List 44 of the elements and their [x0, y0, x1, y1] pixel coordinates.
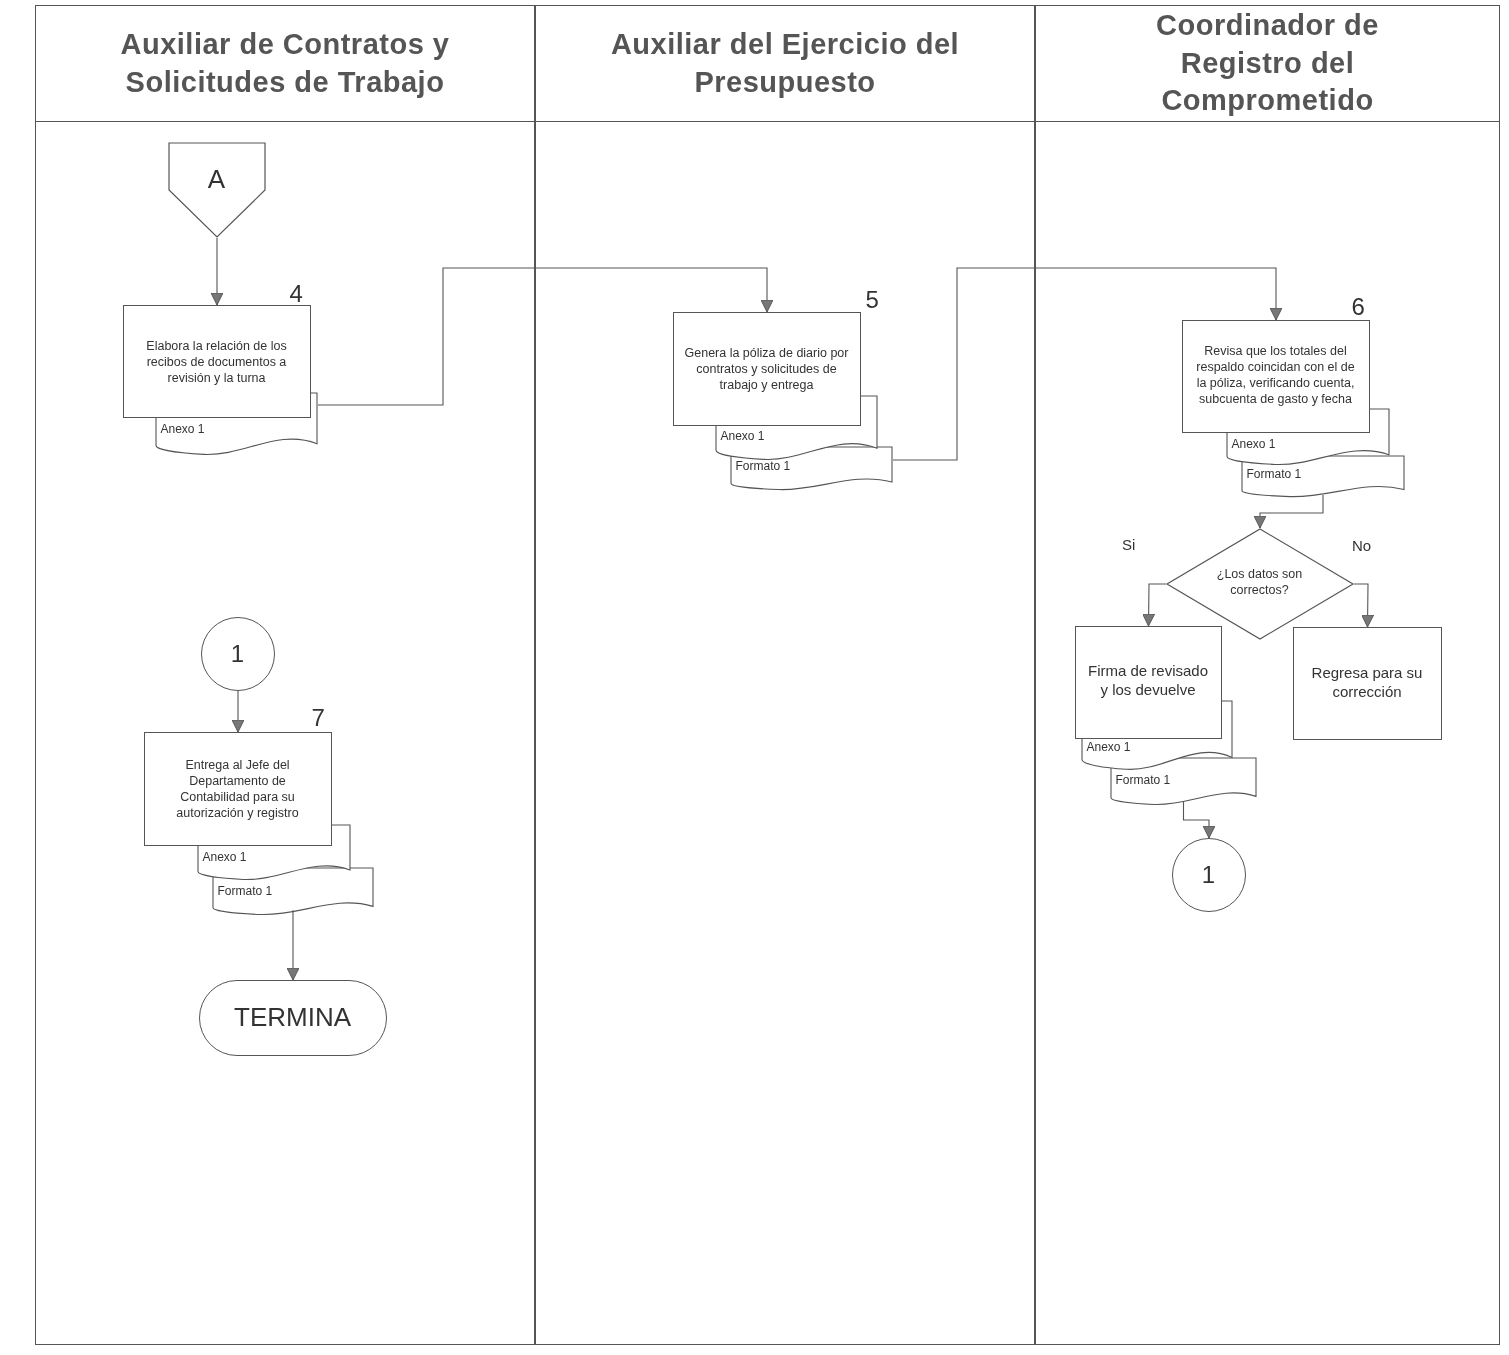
connector-arrow	[231, 690, 245, 733]
document-label: Anexo 1	[1231, 436, 1276, 451]
decision-diamond	[1165, 527, 1354, 640]
process-text: Elabora la relación de los recibos de documentos a revisión y la turna	[145, 337, 288, 387]
document-label: Formato 1	[1246, 466, 1302, 481]
terminator-text: TERMINA	[234, 1002, 351, 1033]
decision-text: ¿Los datos son correctos?	[1216, 566, 1303, 597]
process-text: Firma de revisado y los devuelve	[1086, 660, 1209, 700]
document-label: Formato 1	[735, 458, 791, 473]
document-label: Anexo 1	[202, 849, 247, 864]
lane-title: Coordinador de Registro del Comprometido	[1155, 7, 1380, 119]
connector-arrow	[210, 237, 224, 306]
connector-arrow	[317, 267, 774, 406]
document-label: Formato 1	[1115, 772, 1171, 787]
off-page-connector	[167, 141, 266, 238]
document-label: Anexo 1	[720, 428, 765, 443]
edge-label: Si	[1120, 536, 1138, 553]
step-number: 4	[289, 279, 303, 308]
swimlane	[535, 5, 1035, 1345]
swimlane	[1035, 5, 1500, 1345]
process-box	[1292, 626, 1442, 740]
connector-arrow	[1353, 583, 1375, 628]
connector-arrow	[286, 909, 300, 981]
connector-label: 1	[230, 639, 245, 668]
document-label: Anexo 1	[160, 421, 205, 436]
step-number: 7	[311, 703, 325, 732]
step-number: 5	[865, 285, 879, 314]
document-label: Anexo 1	[1086, 739, 1131, 754]
connector-arrow	[1182, 801, 1216, 839]
lane-title: Auxiliar de Contratos y Solicitudes de Trabajo	[119, 26, 451, 100]
process-text: Regresa para su corrección	[1310, 662, 1424, 702]
lane-title: Auxiliar del Ejercicio del Presupuesto	[610, 26, 960, 100]
process-text: Entrega al Jefe del Departamento de Contabilidad para su autorización y registro	[175, 756, 300, 822]
swimlane	[35, 5, 535, 1345]
connector-arrow	[892, 267, 1283, 461]
process-text: Genera la póliza de diario por contratos y solicitudes de trabajo y entrega	[683, 344, 850, 394]
connector-arrow	[1142, 583, 1167, 627]
process-text: Revisa que los totales del respaldo coincidan con el de la póliza, verificando cuenta, subcuenta de gasto y fecha	[1195, 342, 1356, 408]
step-number: 6	[1351, 292, 1365, 321]
process-box	[1074, 625, 1222, 739]
connector-label: A	[207, 163, 226, 194]
connector-arrow	[1253, 494, 1324, 529]
connector-label: 1	[1201, 860, 1216, 889]
document-label: Formato 1	[217, 883, 273, 898]
